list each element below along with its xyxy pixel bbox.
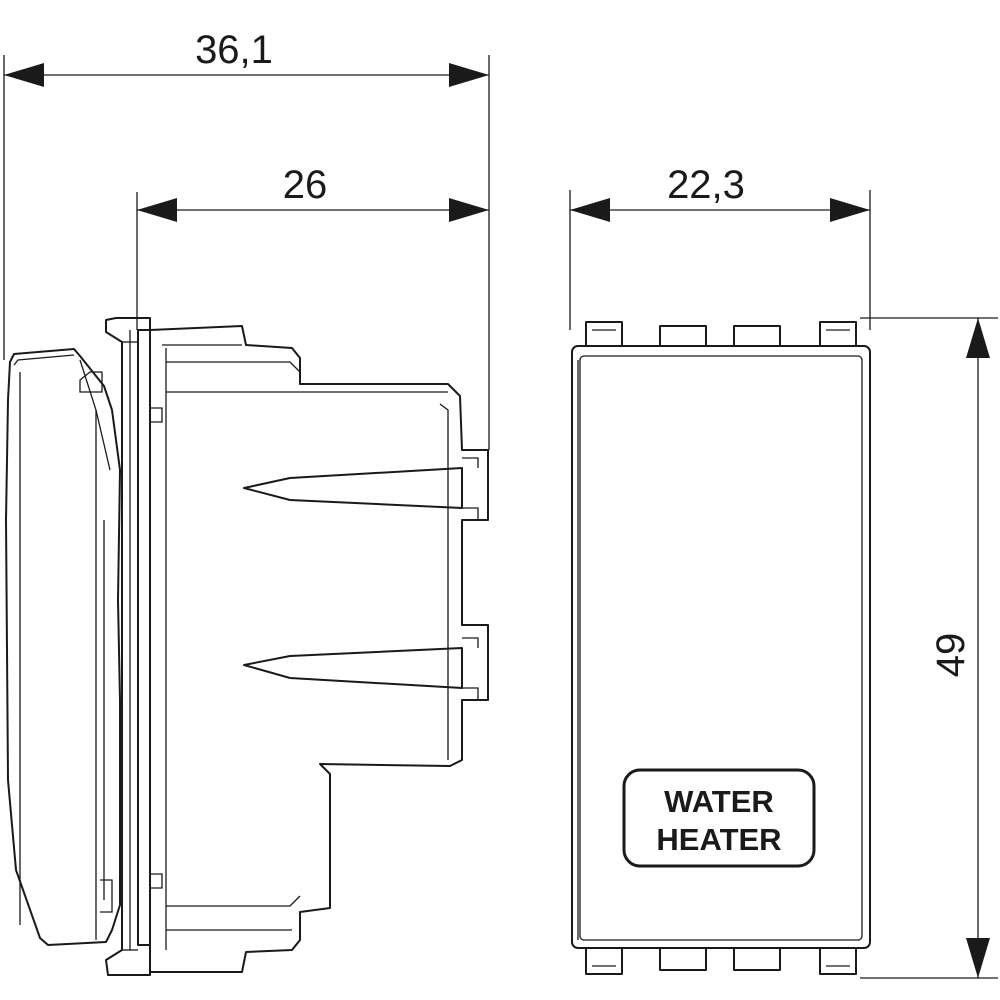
dimension-value-width: 22,3 [667,163,745,207]
front-face [579,355,863,941]
arrowhead-bottom [966,938,990,978]
dimension-overall-depth: 36,1 [3,28,490,450]
dimension-height: 49 [860,317,998,979]
arrowhead-right [449,198,489,222]
label-line-heater: HEATER [656,822,781,857]
terminal-clamp-lower [243,647,463,689]
dimension-value-body-depth: 26 [283,163,328,207]
dimension-value-overall-depth: 36,1 [195,28,273,72]
front-view: WATER HEATER [571,321,871,975]
front-body-outline [571,345,871,949]
dimension-width: 22,3 [569,163,871,330]
bottom-clips [585,948,857,975]
top-clips [585,321,857,346]
arrowhead-left [570,198,610,222]
dimension-value-height: 49 [929,633,973,678]
main-body [149,325,489,973]
dimension-body-depth: 26 [136,163,489,330]
rocker-cover [5,348,121,946]
arrowhead-left [137,198,177,222]
arrowhead-top [966,318,990,358]
arrowhead-right [830,198,870,222]
label-line-water: WATER [664,784,774,819]
label-window [622,768,816,868]
terminal-clamp-upper [243,467,463,509]
arrowhead-left [4,63,44,87]
arrowhead-right [449,63,489,87]
side-view [5,317,489,976]
